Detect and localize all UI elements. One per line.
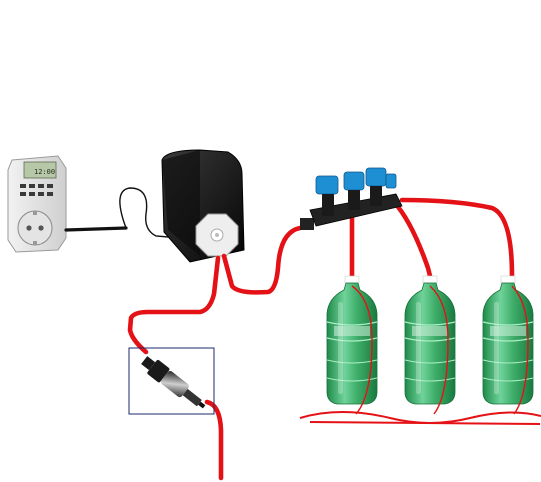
bottle-1 [326, 275, 378, 415]
manifold-valve-icon [300, 167, 403, 230]
inline-filter-icon [128, 347, 215, 415]
tube-bottle-2 [391, 199, 433, 279]
filter-frame [128, 347, 215, 415]
tube-inlet [127, 255, 224, 481]
timer-socket-icon: 12:00 [7, 155, 67, 253]
bottle-3 [482, 275, 534, 415]
tube-outlet [221, 225, 303, 295]
timer-display: 12:00 [34, 168, 55, 176]
timer-lcd [23, 161, 57, 179]
timer-buttons [20, 184, 53, 196]
peristaltic-pump-icon [161, 149, 245, 263]
bottle-2 [404, 275, 456, 415]
tube-bottle-3 [399, 197, 515, 279]
power-cable [64, 187, 181, 239]
bottle-base-tubing [299, 411, 541, 425]
socket-face [17, 210, 53, 246]
